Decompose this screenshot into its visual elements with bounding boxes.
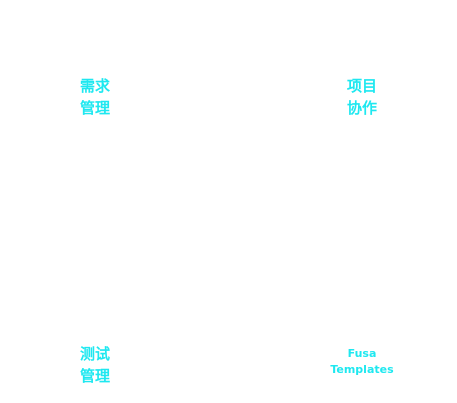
test-management-tile[interactable]: 测试管理 [73, 342, 117, 388]
requirements-management-tile[interactable]: 需求管理 [73, 74, 117, 120]
fusa-templates-tile[interactable]: Fusa Templates [320, 344, 404, 380]
requirements-management-label: 需求管理 [79, 77, 110, 117]
test-management-label: 测试管理 [79, 345, 110, 385]
project-collaboration-label: 项目协作 [346, 77, 377, 117]
project-collaboration-tile[interactable]: 项目协作 [340, 74, 384, 120]
fusa-templates-label: Fusa Templates [330, 347, 394, 376]
